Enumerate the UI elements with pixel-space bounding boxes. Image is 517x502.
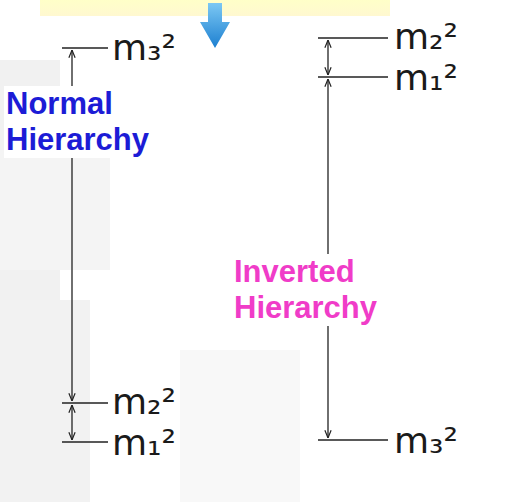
- mass-level-label: m₁²: [112, 425, 176, 461]
- mass-level-label: m₂²: [394, 19, 458, 55]
- hierarchy-title: Inverted Hierarchy: [232, 254, 436, 326]
- inverted-levels: [318, 38, 388, 440]
- mass-level-label: m₂²: [112, 384, 176, 420]
- mass-level-label: m₁²: [394, 60, 458, 96]
- mass-level-label: m₃²: [112, 30, 176, 66]
- down-arrow: [200, 3, 230, 48]
- mass-level-label: m₃²: [394, 423, 458, 459]
- hierarchy-title: Normal Hierarchy: [4, 86, 198, 158]
